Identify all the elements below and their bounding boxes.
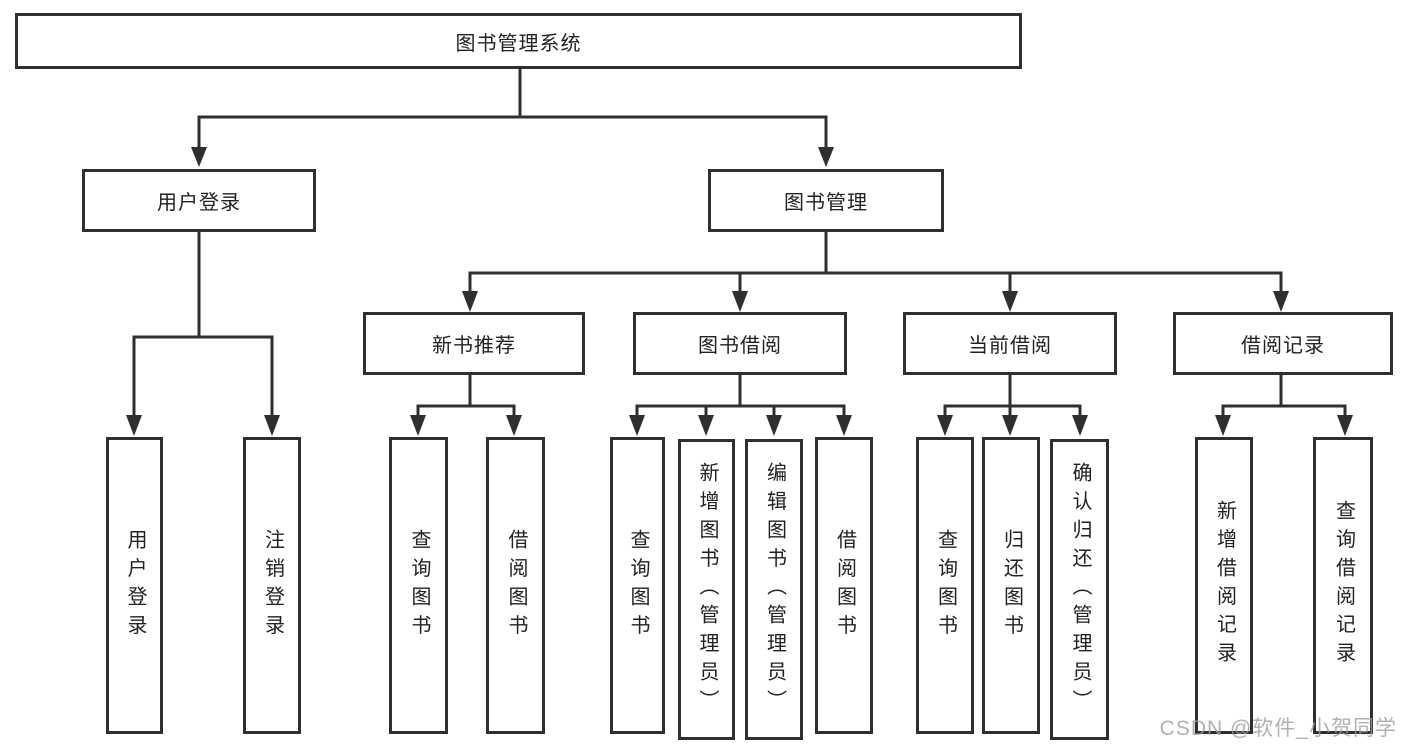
node-current-borrowing: 当前借阅 (903, 312, 1117, 375)
leaf-add-book-admin: 新增图书（管理员） (678, 439, 735, 740)
leaf-query-book-current: 查询图书 (916, 437, 974, 734)
connector-lines-level1 (132, 69, 1347, 420)
node-library-management-system: 图书管理系统 (15, 13, 1022, 69)
node-borrowing-records: 借阅记录 (1173, 312, 1393, 375)
node-new-book-recommend: 新书推荐 (363, 312, 585, 375)
node-book-management: 图书管理 (708, 169, 944, 232)
leaf-logout: 注销登录 (243, 437, 301, 734)
leaf-confirm-return-admin: 确认归还（管理员） (1050, 439, 1109, 740)
leaf-return-book: 归还图书 (982, 437, 1040, 734)
leaf-borrow-book-borrowing: 借阅图书 (815, 437, 873, 734)
leaf-query-book-recommend: 查询图书 (389, 437, 448, 734)
node-user-login: 用户登录 (82, 169, 316, 232)
leaf-query-book-borrowing: 查询图书 (610, 437, 665, 734)
csdn-watermark: CSDN @软件_小贺同学 (1159, 717, 1397, 740)
leaf-query-borrow-record: 查询借阅记录 (1313, 437, 1373, 734)
node-book-borrowing: 图书借阅 (633, 312, 847, 375)
connector-arrowheads (126, 147, 1353, 436)
leaf-borrow-book-recommend: 借阅图书 (486, 437, 545, 734)
leaf-edit-book-admin: 编辑图书（管理员） (745, 439, 803, 740)
leaf-user-login: 用户登录 (106, 437, 163, 734)
leaf-add-borrow-record: 新增借阅记录 (1195, 437, 1253, 734)
